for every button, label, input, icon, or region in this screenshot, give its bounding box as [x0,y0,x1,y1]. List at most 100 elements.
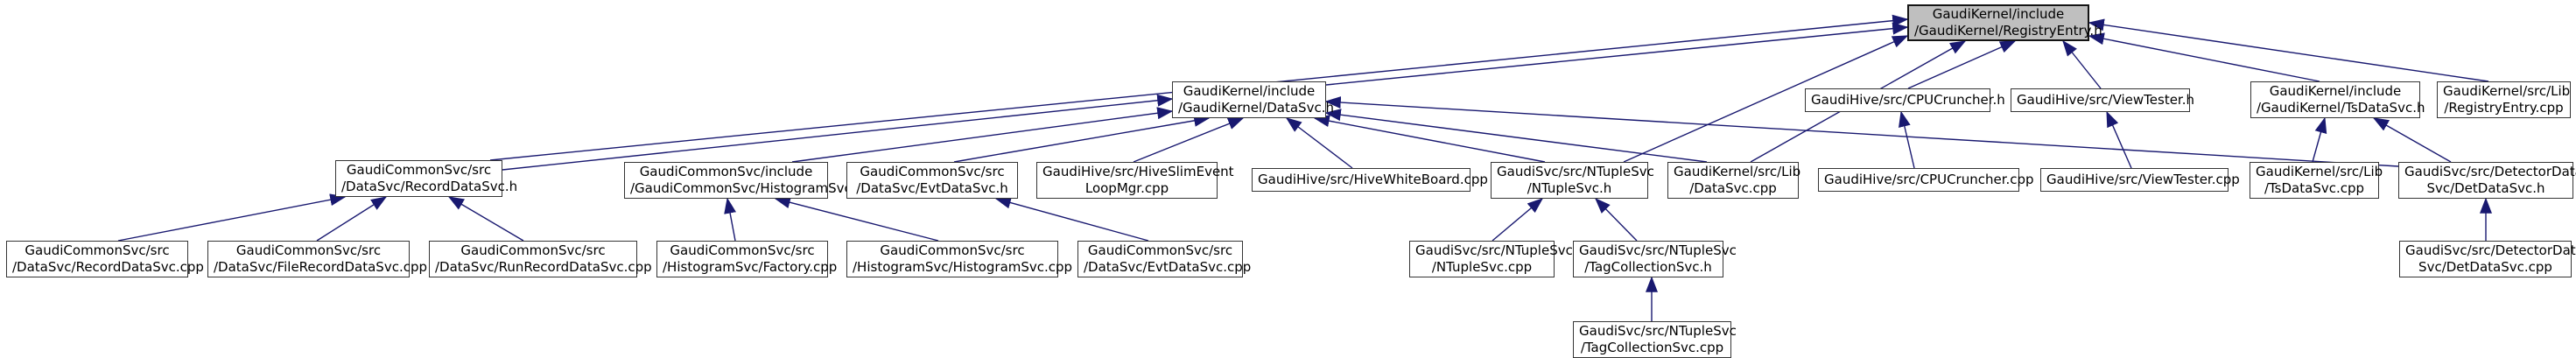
graph-node-ntuple-svc-h[interactable]: GaudiSvc/src/NTupleSvc/NTupleSvc.h [1491,162,1654,199]
node-label-line: /TagCollectionSvc.h [1584,259,1712,275]
graph-node-evt-data-svc-h[interactable]: GaudiCommonSvc/src/DataSvc/EvtDataSvc.h [846,162,1018,199]
graph-node-record-data-svc-cpp[interactable]: GaudiCommonSvc/src/DataSvc/RecordDataSvc… [6,241,204,277]
edge-run-record-data-svc-cpp-to-record-data-svc-h [447,196,524,242]
node-label-line: Svc/DetDataSvc.h [2426,180,2545,196]
graph-node-data-svc-cpp[interactable]: GaudiKernel/src/Lib/DataSvc.cpp [1667,162,1801,199]
edge-factory-cpp-to-histogram-svc-h [724,197,736,242]
edge-record-data-svc-h-to-data-svc-h [502,94,1174,171]
node-label-line: /GaudiKernel/DataSvc.h [1178,100,1334,116]
node-label-line: GaudiKernel/src/Lib [1674,164,1801,179]
edge-data-svc-h-to-registry-entry-h [1325,22,1909,86]
node-label-line: GaudiHive/src/ViewTester.cpp [2046,172,2240,187]
node-label-line: GaudiSvc/src/DetectorData [2405,242,2576,258]
node-label-line: /TsDataSvc.cpp [2264,180,2365,196]
edge-record-data-svc-cpp-to-record-data-svc-h [117,193,347,242]
graph-node-tag-collection-svc-cpp[interactable]: GaudiSvc/src/NTupleSvc/TagCollectionSvc.… [1573,321,1737,358]
edge-registry-entry-cpp-to-registry-entry-h [2088,18,2489,82]
edge-ts-data-svc-h-to-registry-entry-h [2088,32,2320,82]
edge-ts-data-svc-cpp-to-ts-data-svc-h [2312,116,2327,163]
edge-histogram-svc-h-to-data-svc-h [791,107,1174,163]
node-label-line: /DataSvc/RecordDataSvc.h [341,179,518,194]
node-label-line: GaudiCommonSvc/src [860,164,1005,179]
node-label-line: GaudiCommonSvc/src [346,162,492,178]
graph-node-ts-data-svc-cpp[interactable]: GaudiKernel/src/Lib/TsDataSvc.cpp [2250,162,2383,199]
node-label-line: GaudiSvc/src/NTupleSvc [1415,242,1573,258]
graph-node-hive-white-board-cpp[interactable]: GaudiHive/src/HiveWhiteBoard.cpp [1252,168,1488,192]
edge-hive-slim-event-loop-mgr-cpp-to-data-svc-h [1133,117,1245,163]
node-label-line: GaudiKernel/src/Lib [2443,83,2571,99]
edge-hive-white-board-cpp-to-data-svc-h [1285,117,1353,169]
node-label-line: /HistogramSvc/Factory.cpp [663,259,838,275]
graph-node-data-svc-h[interactable]: GaudiKernel/include/GaudiKernel/DataSvc.… [1172,81,1334,118]
node-label-line: GaudiSvc/src/DetectorData [2404,164,2576,179]
graph-node-histogram-svc-cpp[interactable]: GaudiCommonSvc/src/HistogramSvc/Histogra… [846,241,1073,277]
node-label-line: /GaudiKernel/RegistryEntry.h [1914,23,2102,39]
edge-tag-collection-svc-h-to-ntuple-svc-h [1595,197,1638,242]
edge-evt-data-svc-cpp-to-evt-data-svc-h [994,196,1149,242]
edge-det-data-svc-h-to-data-svc-h [1324,96,2399,167]
node-label-line: /GaudiKernel/TsDataSvc.h [2257,100,2425,116]
edge-histogram-svc-cpp-to-histogram-svc-h [774,196,939,242]
node-label-line: /NTupleSvc.cpp [1431,259,1533,275]
node-label-line: GaudiHive/src/CPUCruncher.cpp [1824,172,2034,187]
node-label-line: /DataSvc/RunRecordDataSvc.cpp [435,259,652,275]
edge-ntuple-svc-cpp-to-ntuple-svc-h [1492,198,1544,242]
node-label-line: GaudiKernel/include [2269,83,2402,99]
edge-view-tester-cpp-to-view-tester-h [2106,110,2132,169]
edge-evt-data-svc-h-to-data-svc-h [953,114,1211,163]
graph-node-ts-data-svc-h[interactable]: GaudiKernel/include/GaudiKernel/TsDataSv… [2250,81,2425,118]
graph-node-view-tester-cpp[interactable]: GaudiHive/src/ViewTester.cpp [2040,168,2240,192]
node-label-line: GaudiHive/src/HiveWhiteBoard.cpp [1258,172,1488,187]
edge-data-svc-cpp-to-data-svc-h [1324,109,1708,163]
graph-node-ntuple-svc-cpp[interactable]: GaudiSvc/src/NTupleSvc/NTupleSvc.cpp [1409,241,1573,277]
node-label-line: GaudiSvc/src/NTupleSvc [1579,242,1737,258]
node-label-line: /DataSvc/EvtDataSvc.h [856,180,1008,196]
graph-node-evt-data-svc-cpp[interactable]: GaudiCommonSvc/src/DataSvc/EvtDataSvc.cp… [1077,241,1252,277]
graph-node-histogram-svc-h[interactable]: GaudiCommonSvc/include/GaudiCommonSvc/Hi… [624,162,865,199]
graph-node-tag-collection-svc-h[interactable]: GaudiSvc/src/NTupleSvc/TagCollectionSvc.… [1573,241,1737,277]
node-label-line: /NTupleSvc.h [1527,180,1612,196]
graph-node-view-tester-h[interactable]: GaudiHive/src/ViewTester.h [2011,88,2194,112]
graph-node-cpu-cruncher-h[interactable]: GaudiHive/src/CPUCruncher.h [1805,88,2005,112]
graph-node-registry-entry-h: GaudiKernel/include/GaudiKernel/Registry… [1907,4,2102,41]
node-label-line: GaudiCommonSvc/src [670,242,815,258]
node-label-line: /DataSvc/FileRecordDataSvc.cpp [214,259,428,275]
node-label-line: GaudiKernel/include [1183,83,1316,99]
edge-ntuple-svc-h-to-registry-entry-h [1623,35,1909,163]
node-label-line: GaudiSvc/src/NTupleSvc [1497,164,1654,179]
node-label-line: GaudiHive/src/HiveSlimEvent [1042,164,1234,179]
edge-cpu-cruncher-cpp-to-cpu-cruncher-h [1899,110,1915,169]
graph-node-factory-cpp[interactable]: GaudiCommonSvc/src/HistogramSvc/Factory.… [656,241,838,277]
graph-node-registry-entry-cpp[interactable]: GaudiKernel/src/Lib/RegistryEntry.cpp [2437,81,2571,118]
node-label-line: GaudiKernel/src/Lib [2256,164,2383,179]
node-label-line: LoopMgr.cpp [1084,180,1169,196]
node-label-line: /DataSvc/RecordDataSvc.cpp [12,259,204,275]
graph-node-file-record-data-svc-cpp[interactable]: GaudiCommonSvc/src/DataSvc/FileRecordDat… [207,241,428,277]
node-label-line: GaudiHive/src/ViewTester.h [2017,92,2194,108]
node-label-line: /DataSvc.cpp [1689,180,1777,196]
node-label-line: GaudiCommonSvc/src [235,242,382,258]
node-label-line: GaudiSvc/src/NTupleSvc [1579,323,1737,339]
node-label-line: Svc/DetDataSvc.cpp [2418,259,2552,275]
node-label-line: GaudiHive/src/CPUCruncher.h [1811,92,2005,108]
node-label-line: /HistogramSvc/HistogramSvc.cpp [853,259,1073,275]
node-label-line: GaudiCommonSvc/include [639,164,813,179]
graph-node-record-data-svc-h[interactable]: GaudiCommonSvc/src/DataSvc/RecordDataSvc… [335,160,518,197]
node-label-line: /GaudiCommonSvc/HistogramSvc.h [630,180,865,196]
node-label-line: GaudiKernel/include [1932,6,2065,22]
node-label-line: /RegistryEntry.cpp [2444,100,2564,116]
node-label-line: GaudiCommonSvc/src [25,242,170,258]
edge-view-tester-h-to-registry-entry-h [2062,39,2102,89]
node-label-line: GaudiCommonSvc/src [460,242,606,258]
edge-ntuple-svc-h-to-data-svc-h [1313,115,1546,163]
node-label-line: /DataSvc/EvtDataSvc.cpp [1084,259,1252,275]
edge-cpu-cruncher-h-to-registry-entry-h [1907,40,2017,89]
edge-det-data-svc-h-to-ts-data-svc-h [2372,117,2452,163]
node-label-line: GaudiCommonSvc/src [1087,242,1233,258]
graph-node-cpu-cruncher-cpp[interactable]: GaudiHive/src/CPUCruncher.cpp [1818,168,2034,192]
graph-node-run-record-data-svc-cpp[interactable]: GaudiCommonSvc/src/DataSvc/RunRecordData… [429,241,652,277]
